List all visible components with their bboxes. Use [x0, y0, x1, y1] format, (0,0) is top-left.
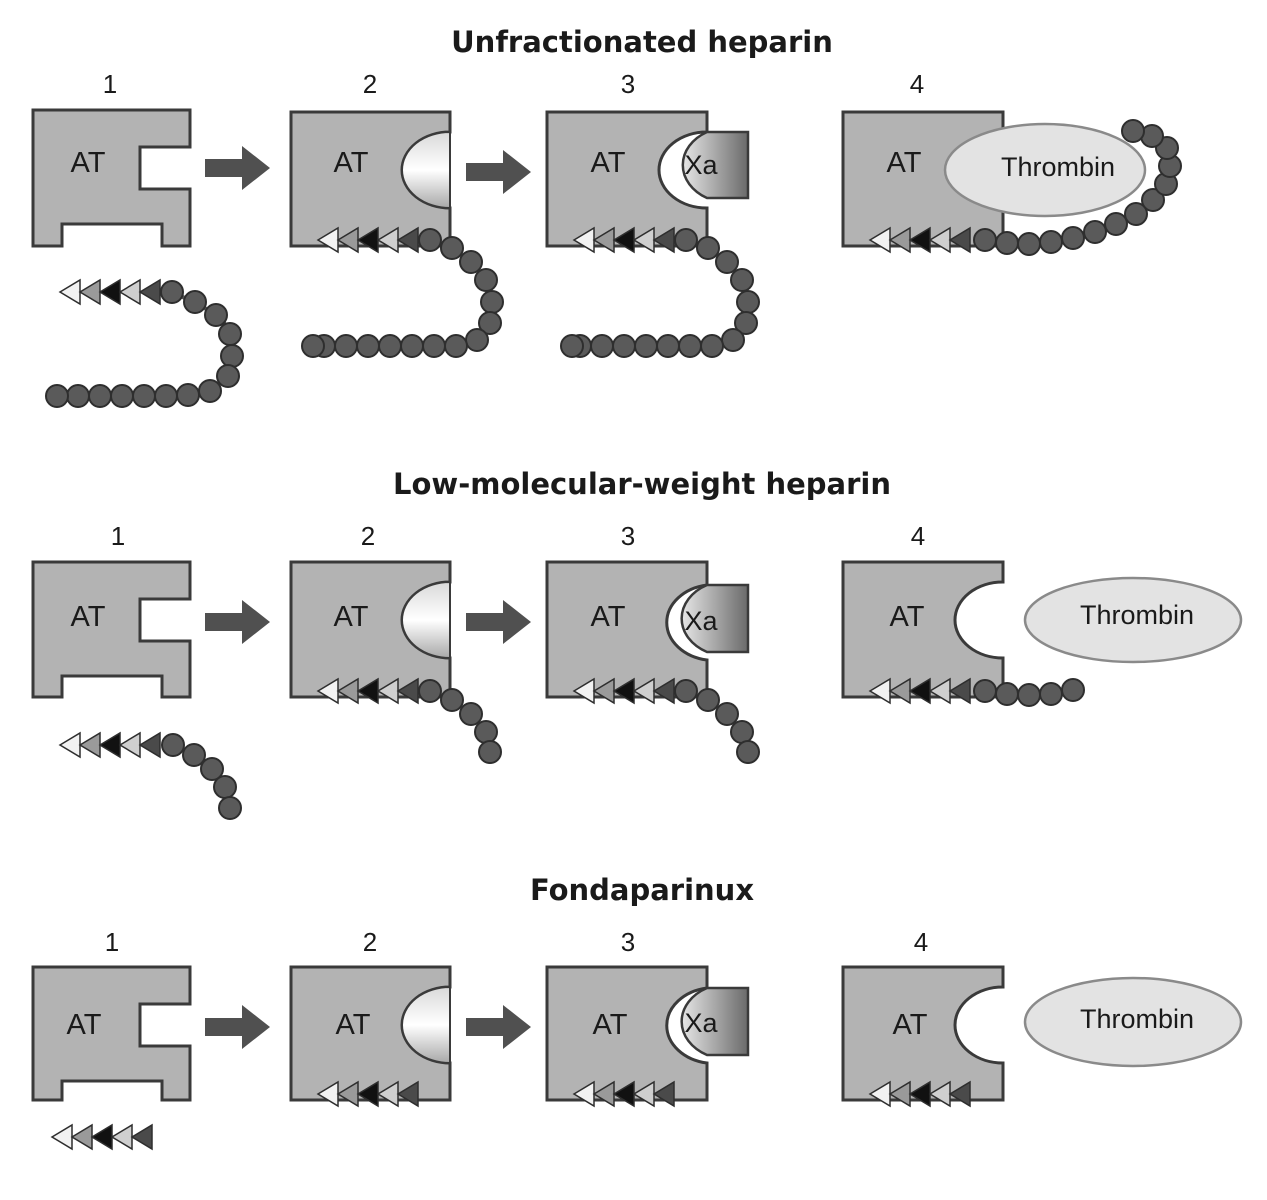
antithrombin-activated: [841, 560, 1005, 699]
antithrombin-activated: [545, 560, 709, 699]
thrombin: [1023, 576, 1243, 664]
factor-xa: [680, 986, 750, 1057]
pentasaccharide-sequence: [572, 677, 675, 705]
step-number: 3: [621, 927, 635, 957]
factor-xa-label: Xa: [684, 150, 718, 180]
factor-xa: [680, 583, 750, 654]
factor-xa: [681, 130, 750, 200]
panel-fondaparinux: Fondaparinux 1 2 3 4 AT AT AT: [31, 873, 1243, 1151]
antithrombin-inactive: [31, 108, 192, 248]
antithrombin-activated: [545, 965, 709, 1102]
thrombin: [943, 122, 1147, 218]
antithrombin-label: AT: [334, 147, 369, 179]
antithrombin-label: AT: [591, 147, 626, 179]
antithrombin-label: AT: [71, 147, 106, 179]
conformational-change: [401, 580, 451, 660]
antithrombin-label: AT: [890, 601, 925, 633]
antithrombin-label: AT: [336, 1009, 371, 1041]
pentasaccharide-sequence: [572, 226, 675, 254]
heparin-chain-beads: [45, 280, 244, 408]
heparin-chain-beads: [560, 228, 760, 358]
thrombin-label: Thrombin: [1001, 152, 1115, 182]
pentasaccharide-sequence: [572, 1080, 675, 1108]
arrow-icon: [466, 150, 531, 194]
step-number: 2: [361, 521, 375, 551]
antithrombin-inactive: [31, 560, 192, 699]
arrow-icon: [205, 146, 270, 190]
conformational-change: [401, 985, 451, 1065]
heparin-chain-beads: [973, 119, 1182, 256]
pentasaccharide-sequence: [316, 226, 419, 254]
pentasaccharide-sequence: [316, 677, 419, 705]
pentasaccharide-sequence: [58, 278, 161, 306]
panel-title: Fondaparinux: [530, 873, 754, 907]
antithrombin-label: AT: [334, 601, 369, 633]
pentasaccharide-sequence: [316, 1080, 419, 1108]
thrombin: [1023, 976, 1243, 1068]
conformational-change: [401, 130, 451, 210]
heparin-chain-beads: [674, 679, 760, 764]
panel-title: Unfractionated heparin: [451, 25, 833, 59]
panel-title: Low-molecular-weight heparin: [393, 467, 891, 501]
step-number: 3: [621, 521, 635, 551]
factor-xa-label: Xa: [684, 606, 718, 636]
pentasaccharide-sequence: [868, 226, 971, 254]
antithrombin-label: AT: [593, 1009, 628, 1041]
step-number: 3: [621, 69, 635, 99]
step-number: 1: [105, 927, 119, 957]
step-number: 4: [914, 927, 928, 957]
heparin-chain-beads: [161, 733, 242, 820]
step-number: 4: [910, 69, 924, 99]
step-number: 1: [111, 521, 125, 551]
arrow-icon: [205, 600, 270, 644]
pentasaccharide-sequence: [868, 1080, 971, 1108]
arrow-icon: [466, 1005, 531, 1049]
pentasaccharide-sequence: [58, 731, 161, 759]
step-number: 2: [363, 927, 377, 957]
step-number: 2: [363, 69, 377, 99]
panel-low-molecular-weight-heparin: Low-molecular-weight heparin 1 2 3 4 AT …: [31, 467, 1243, 820]
pentasaccharide-sequence: [868, 677, 971, 705]
panel-unfractionated-heparin: Unfractionated heparin 1 2 3 4 AT AT: [31, 25, 1182, 408]
antithrombin-label: AT: [887, 147, 922, 179]
antithrombin-label: AT: [893, 1009, 928, 1041]
antithrombin-label: AT: [71, 601, 106, 633]
heparin-chain-beads: [418, 679, 502, 764]
antithrombin-activated: [545, 110, 709, 248]
heparin-chain-beads: [973, 678, 1085, 707]
arrow-icon: [205, 1005, 270, 1049]
antithrombin-inactive: [31, 965, 192, 1102]
heparin-chain-beads: [301, 228, 504, 358]
thrombin-label: Thrombin: [1080, 600, 1194, 630]
antithrombin-label: AT: [591, 601, 626, 633]
pentasaccharide-sequence: [50, 1123, 153, 1151]
step-number: 4: [911, 521, 925, 551]
antithrombin-activated: [841, 965, 1005, 1102]
antithrombin-label: AT: [67, 1009, 102, 1041]
step-number: 1: [103, 69, 117, 99]
factor-xa-label: Xa: [684, 1008, 718, 1038]
arrow-icon: [466, 600, 531, 644]
thrombin-label: Thrombin: [1080, 1004, 1194, 1034]
